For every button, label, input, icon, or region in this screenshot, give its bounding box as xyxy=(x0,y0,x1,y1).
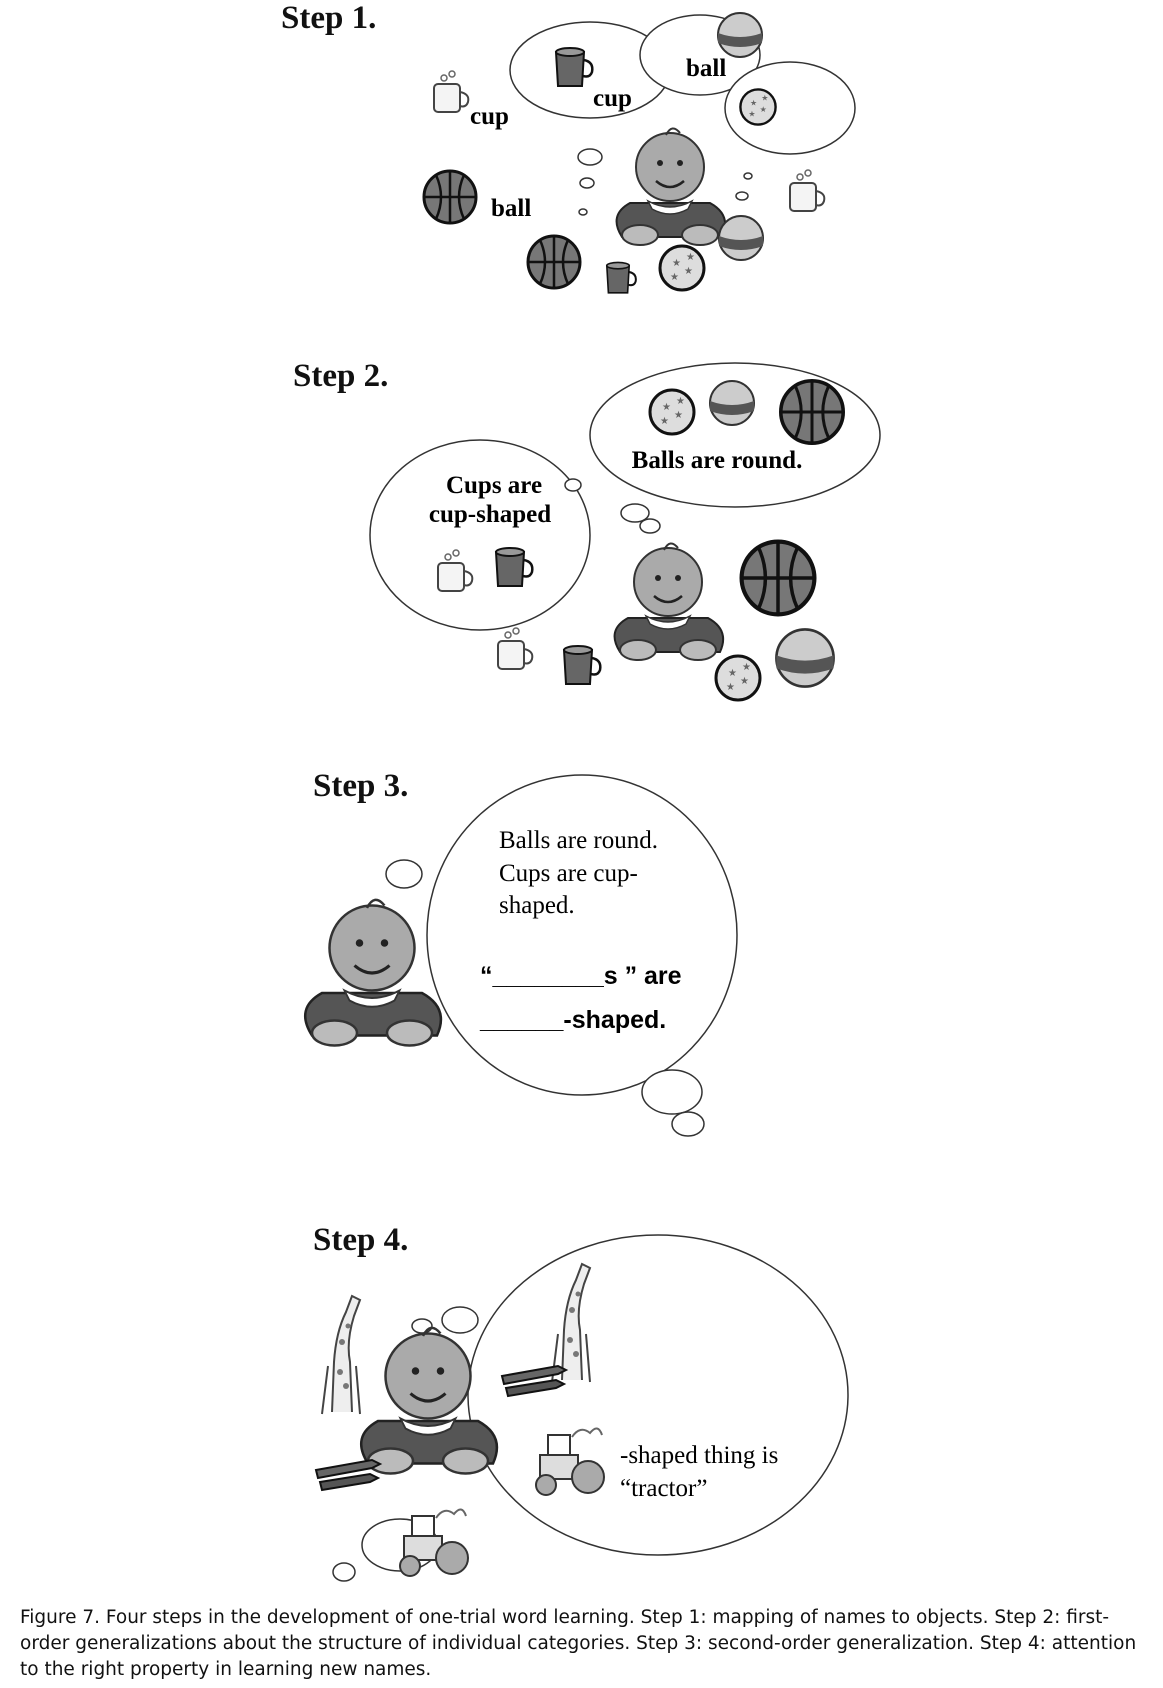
thought-dot xyxy=(564,478,582,492)
basketball-icon xyxy=(778,378,846,446)
star-ball-icon xyxy=(714,654,762,702)
thought-bubble xyxy=(724,61,856,155)
basketball-icon xyxy=(526,234,582,290)
thought-dot xyxy=(735,191,749,201)
basketball-icon xyxy=(422,169,478,225)
thought-dot xyxy=(411,1318,433,1334)
step-3-title: Step 3. xyxy=(313,768,409,804)
giraffe-icon xyxy=(321,1295,361,1415)
thought-dot xyxy=(639,518,661,534)
thought-dot xyxy=(641,1069,703,1115)
thought-bubble-large xyxy=(426,774,738,1096)
tractor-line-1: -shaped thing is xyxy=(620,1442,778,1469)
mug-icon xyxy=(433,70,470,113)
star-ball-icon xyxy=(739,88,777,126)
thought-bubble-cups xyxy=(369,439,591,631)
cup-icon xyxy=(605,261,637,294)
cups-line-2: cup-shaped xyxy=(429,501,551,528)
thought-dot xyxy=(332,1562,356,1582)
striped-ball-icon xyxy=(717,12,763,58)
step-1-title: Step 1. xyxy=(281,0,377,36)
label-cup: cup xyxy=(470,103,509,130)
striped-ball-icon xyxy=(718,215,764,261)
balls-statement: Balls are round. xyxy=(632,447,803,474)
step-3-panel: Balls are round. Cups are cup- shaped. “… xyxy=(303,774,738,1137)
cup-icon xyxy=(562,644,602,686)
thought-dot xyxy=(577,148,603,166)
thought-dot xyxy=(671,1111,705,1137)
statement-line-3: shaped. xyxy=(499,892,575,919)
mug-icon xyxy=(789,169,826,212)
step-2-panel: Cups are cup-shaped Balls are round. xyxy=(369,362,881,702)
baby-icon xyxy=(613,542,725,662)
striped-ball-icon xyxy=(709,380,755,426)
statement-line-1: Balls are round. xyxy=(499,827,658,854)
tractor-line-2: “tractor” xyxy=(620,1475,707,1502)
thought-dot xyxy=(743,172,753,180)
thought-dot xyxy=(579,177,595,189)
step-4-panel: -shaped thing is “tractor” xyxy=(315,1234,849,1582)
star-ball-icon xyxy=(648,388,696,436)
baby-icon xyxy=(303,898,443,1048)
thought-dot xyxy=(578,208,588,216)
mug-icon xyxy=(497,627,534,670)
figure-illustration: ★ ★ ★ ★ xyxy=(303,12,881,1582)
striped-ball-icon xyxy=(775,628,835,688)
crayons-icon xyxy=(315,1459,381,1491)
step-4-title: Step 4. xyxy=(313,1222,409,1258)
thought-dot xyxy=(620,503,650,523)
step-1-panel: cup cup ball ball xyxy=(422,12,856,294)
thought-dot xyxy=(441,1306,479,1334)
blank-line-2: ______-shaped. xyxy=(479,1006,666,1034)
star-ball-icon xyxy=(658,244,706,292)
step-2-title: Step 2. xyxy=(293,358,389,394)
label-ball-bubble: ball xyxy=(686,55,726,82)
baby-icon xyxy=(615,127,727,247)
statement-line-2: Cups are cup- xyxy=(499,860,638,887)
thought-bubble-large xyxy=(467,1234,849,1556)
basketball-icon xyxy=(742,542,815,615)
thought-dot xyxy=(385,859,423,889)
label-ball: ball xyxy=(491,195,531,222)
blank-line-1: “________s ” are xyxy=(480,962,682,990)
figure-caption: Figure 7. Four steps in the development … xyxy=(20,1607,1137,1680)
label-cup-bubble: cup xyxy=(593,85,632,112)
cups-line-1: Cups are xyxy=(446,472,542,499)
